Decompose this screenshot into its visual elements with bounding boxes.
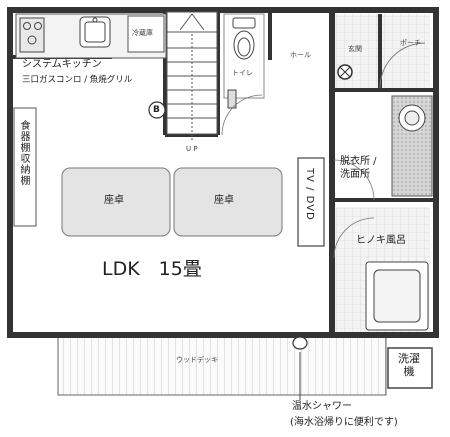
shower-label: 温水シャワー: [292, 401, 352, 412]
cabinet-label: 食器棚収納棚: [18, 120, 29, 186]
dish-cabinet: [13, 107, 37, 227]
deck-label: ウッドデッキ: [176, 356, 218, 364]
table-label-2: 座卓: [214, 195, 234, 206]
kitchen-label: システムキッチン: [22, 59, 102, 70]
stair-up-label: U P: [186, 145, 198, 153]
fridge-label: 冷蔵庫: [132, 29, 153, 37]
porch-label: ポーチ: [400, 39, 421, 47]
stove-icon: [19, 17, 45, 53]
staircase: [166, 11, 218, 140]
hall-label: ホール: [290, 51, 311, 59]
toilet-icon: [223, 13, 265, 109]
fridge-box: [127, 15, 165, 53]
sink-icon: [79, 16, 111, 48]
entrance-icons: [337, 42, 426, 89]
toilet-door-swing: [221, 94, 263, 136]
shower-note: (海水浴帰りに便利です): [290, 417, 398, 428]
ldk-label: LDK 15畳: [102, 258, 202, 280]
washing-machine-box: [387, 347, 433, 389]
kitchen-note: 三口ガスコンロ / 魚焼グリル: [22, 75, 133, 85]
marker-b-circle: [148, 101, 166, 119]
tv-stand: [297, 157, 325, 247]
basin-icon: [398, 104, 426, 132]
laundry-label: 洗濯 機: [398, 352, 420, 379]
washroom-door-swing: [333, 159, 375, 201]
tv-label: TV / DVD: [304, 168, 315, 221]
outer-wall-east: [330, 7, 439, 338]
entrance-label: 玄関: [348, 45, 362, 53]
bath-label: ヒノキ風呂: [356, 235, 406, 246]
ldk-label-box: [90, 252, 260, 288]
shower-icon: [292, 336, 308, 350]
dressing-label: 脱衣所 / 洗面所: [340, 156, 377, 180]
low-table-2: [173, 167, 283, 237]
low-table-1: [61, 167, 171, 237]
table-label-1: 座卓: [104, 195, 124, 206]
marker-b: B: [153, 105, 160, 115]
bath-door-swing: [333, 217, 375, 259]
toilet-label: トイレ: [232, 69, 253, 77]
bathtub-icon: [365, 261, 429, 331]
wood-deck: [57, 332, 387, 396]
